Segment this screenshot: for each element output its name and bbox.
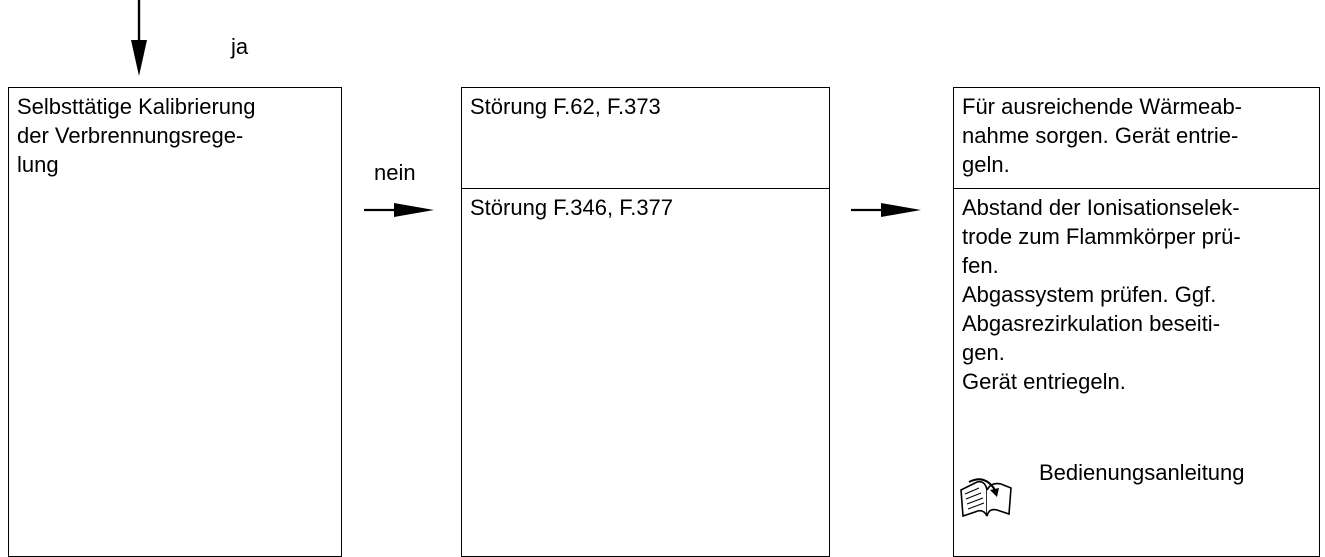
action-line: Gerät entriegeln.: [962, 369, 1126, 394]
action-line: Abgasrezirkulation beseiti-: [962, 311, 1221, 336]
action-box-heat-removal: Für ausreichende Wärmeab- nahme sorgen. …: [953, 87, 1320, 189]
action-line: Abgassystem prüfen. Ggf.: [962, 282, 1217, 307]
manual-reference: Bedienungsanleitung: [955, 458, 1245, 520]
condition-box: Selbsttätige Kalibrierung der Verbrennun…: [8, 87, 342, 557]
condition-line: der Verbrennungsrege-: [17, 123, 244, 148]
yes-label: ja: [231, 34, 249, 59]
incoming-arrow-down: [131, 0, 147, 76]
manual-book-icon: [960, 478, 1012, 518]
action-line: geln.: [962, 152, 1010, 177]
no-label: nein: [374, 160, 416, 185]
action-line: gen.: [962, 340, 1005, 365]
condition-line: Selbsttätige Kalibrierung: [17, 94, 256, 119]
action-line: Für ausreichende Wärmeab-: [962, 94, 1243, 119]
action-box-ionisation: Abstand der Ionisationselek- trode zum F…: [953, 188, 1320, 557]
fault-box-f62: Störung F.62, F.373: [461, 87, 830, 189]
action-arrow-right: [851, 203, 921, 217]
action-line: Abstand der Ionisationselek-: [962, 195, 1240, 220]
action-line: nahme sorgen. Gerät entrie-: [962, 123, 1239, 148]
fault-box-f346: Störung F.346, F.377: [461, 188, 830, 557]
action-line: trode zum Flammkörper prü-: [962, 224, 1241, 249]
no-arrow-right: [364, 203, 434, 217]
manual-reference-label: Bedienungsanleitung: [1039, 460, 1245, 485]
fault-label: Störung F.346, F.377: [470, 195, 674, 220]
action-line: fen.: [962, 253, 999, 278]
fault-label: Störung F.62, F.373: [470, 94, 661, 119]
condition-line: lung: [17, 152, 59, 177]
